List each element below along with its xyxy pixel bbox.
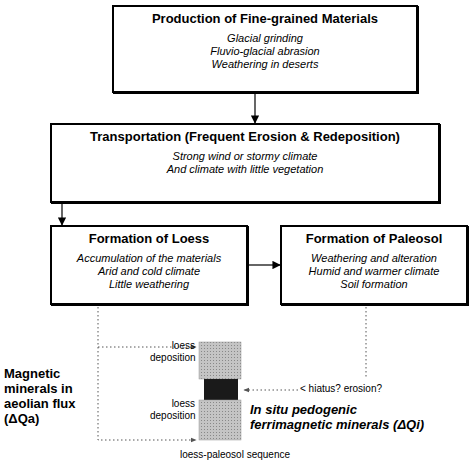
box-item: And climate with little vegetation bbox=[167, 163, 324, 176]
layer-label: loess deposition bbox=[150, 340, 195, 364]
process-box: Transportation (Frequent Erosion & Redep… bbox=[50, 123, 440, 203]
box-item: Humid and warmer climate bbox=[309, 265, 440, 278]
leader-line bbox=[244, 390, 298, 391]
loess-layer bbox=[199, 342, 241, 379]
note-label: < hiatus? erosion? bbox=[300, 383, 430, 395]
pedogenic-label: In situ pedogenic ferrimagnetic minerals… bbox=[250, 402, 425, 432]
paleosol-layer bbox=[204, 379, 238, 400]
box-heading: Formation of Paleosol bbox=[306, 231, 443, 247]
process-box: Production of Fine-grained MaterialsGlac… bbox=[112, 5, 418, 93]
flux-label: Magnetic minerals in aeolian flux (ΔQa) bbox=[4, 366, 96, 426]
flow-arrow bbox=[254, 93, 255, 123]
loess-layer bbox=[199, 400, 241, 440]
caption-label: loess-paleosol sequence bbox=[160, 449, 310, 461]
box-item: Fluvio-glacial abrasion bbox=[210, 45, 319, 58]
leader-line bbox=[98, 307, 196, 440]
box-item: Weathering in deserts bbox=[212, 58, 319, 71]
box-item: Arid and cold climate bbox=[98, 265, 200, 278]
box-heading: Transportation (Frequent Erosion & Redep… bbox=[90, 129, 400, 145]
box-item: Soil formation bbox=[340, 278, 407, 291]
box-item: Weathering and alteration bbox=[311, 252, 437, 265]
box-heading: Formation of Loess bbox=[89, 231, 210, 247]
process-box: Formation of PaleosolWeathering and alte… bbox=[280, 225, 468, 305]
flow-arrow bbox=[248, 264, 280, 265]
process-box: Formation of LoessAccumulation of the ma… bbox=[50, 225, 248, 305]
layer-label: loess deposition bbox=[150, 398, 195, 422]
box-item: Strong wind or stormy climate bbox=[173, 150, 318, 163]
box-item: Glacial grinding bbox=[227, 32, 303, 45]
box-heading: Production of Fine-grained Materials bbox=[152, 11, 378, 27]
leader-line bbox=[366, 307, 367, 378]
box-item: Little weathering bbox=[109, 278, 189, 291]
box-item: Accumulation of the materials bbox=[77, 252, 221, 265]
flow-arrow bbox=[61, 203, 62, 225]
